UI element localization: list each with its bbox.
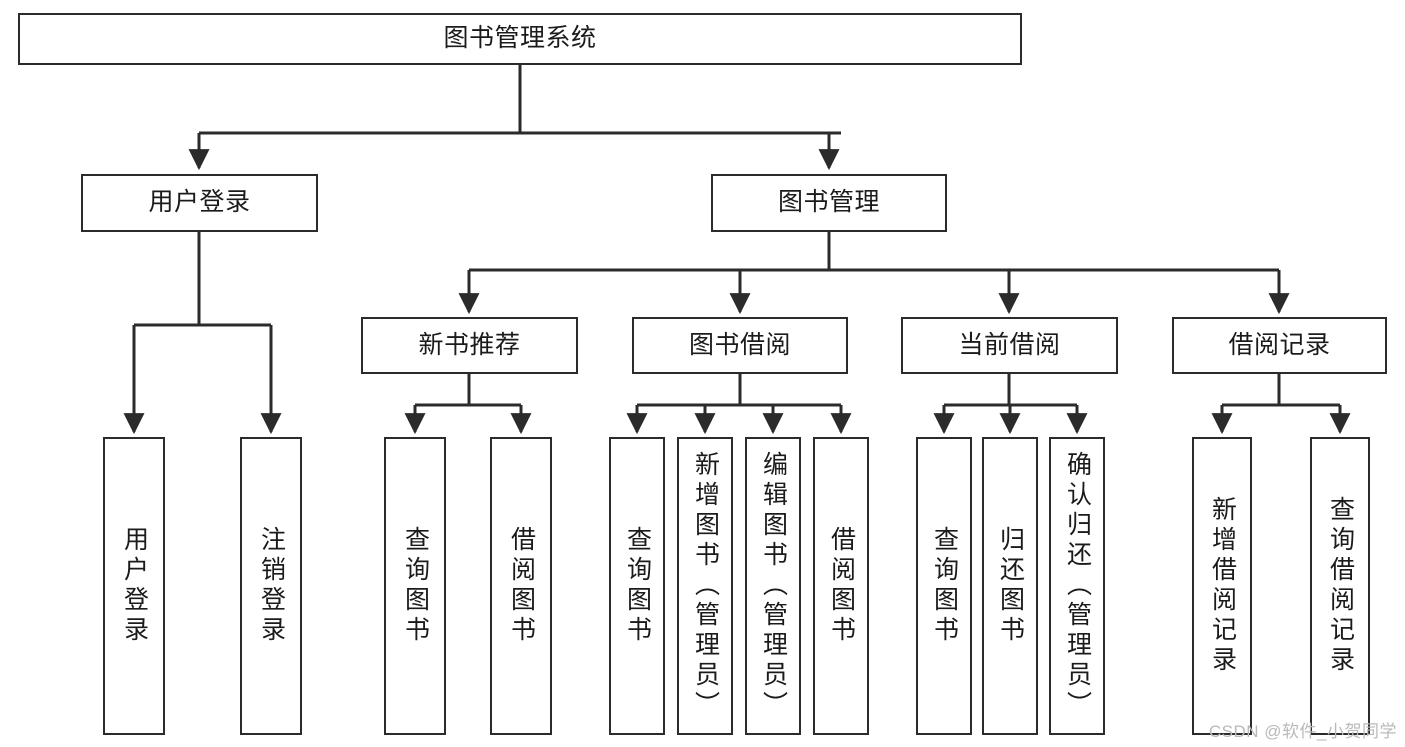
leaf-current-borrow-return-label: 归还图书 — [996, 526, 1025, 646]
leaf-current-borrow-confirm-return[interactable]: 确认归还（管理员） — [1049, 437, 1105, 735]
csdn-watermark: CSDN @软件_小贺同学 — [1208, 722, 1397, 741]
leaf-new-book-borrow-label: 借阅图书 — [507, 526, 536, 646]
leaf-book-borrow-edit[interactable]: 编辑图书（管理员） — [745, 437, 801, 735]
leaf-new-book-query[interactable]: 查询图书 — [384, 437, 446, 735]
leaf-book-borrow-add-label: 新增图书（管理员） — [691, 451, 720, 721]
leaf-user-login-signout-label: 注销登录 — [257, 526, 286, 646]
node-user-login[interactable]: 用户登录 — [81, 174, 318, 232]
leaf-borrow-record-query[interactable]: 查询借阅记录 — [1310, 437, 1370, 735]
node-new-book-recommend-label: 新书推荐 — [418, 330, 521, 359]
leaf-book-borrow-lend[interactable]: 借阅图书 — [813, 437, 869, 735]
leaf-current-borrow-return[interactable]: 归还图书 — [982, 437, 1038, 735]
leaf-book-borrow-edit-label: 编辑图书（管理员） — [759, 451, 788, 721]
leaf-borrow-record-add[interactable]: 新增借阅记录 — [1192, 437, 1252, 735]
leaf-book-borrow-query[interactable]: 查询图书 — [609, 437, 665, 735]
node-book-management[interactable]: 图书管理 — [711, 174, 947, 232]
leaf-book-borrow-query-label: 查询图书 — [623, 526, 652, 646]
node-user-login-label: 用户登录 — [148, 188, 251, 217]
leaf-current-borrow-query-label: 查询图书 — [930, 526, 959, 646]
leaf-current-borrow-query[interactable]: 查询图书 — [916, 437, 972, 735]
leaf-new-book-borrow[interactable]: 借阅图书 — [490, 437, 552, 735]
node-borrow-record-label: 借阅记录 — [1228, 330, 1331, 359]
node-current-borrow[interactable]: 当前借阅 — [901, 317, 1118, 374]
node-root-system[interactable]: 图书管理系统 — [18, 13, 1022, 65]
leaf-new-book-query-label: 查询图书 — [401, 526, 430, 646]
leaf-user-login-signout[interactable]: 注销登录 — [240, 437, 302, 735]
node-current-borrow-label: 当前借阅 — [958, 330, 1061, 359]
leaf-book-borrow-lend-label: 借阅图书 — [827, 526, 856, 646]
leaf-user-login-signin-label: 用户登录 — [120, 526, 149, 646]
node-book-borrow-label: 图书借阅 — [688, 330, 791, 359]
node-borrow-record[interactable]: 借阅记录 — [1172, 317, 1387, 374]
leaf-borrow-record-query-label: 查询借阅记录 — [1326, 496, 1355, 676]
leaf-book-borrow-add[interactable]: 新增图书（管理员） — [677, 437, 733, 735]
leaf-current-borrow-confirm-return-label: 确认归还（管理员） — [1063, 451, 1092, 721]
leaf-user-login-signin[interactable]: 用户登录 — [103, 437, 165, 735]
node-root-system-label: 图书管理系统 — [443, 24, 597, 53]
node-book-management-label: 图书管理 — [777, 188, 880, 217]
leaf-borrow-record-add-label: 新增借阅记录 — [1208, 496, 1237, 676]
node-new-book-recommend[interactable]: 新书推荐 — [361, 317, 578, 374]
node-book-borrow[interactable]: 图书借阅 — [632, 317, 848, 374]
